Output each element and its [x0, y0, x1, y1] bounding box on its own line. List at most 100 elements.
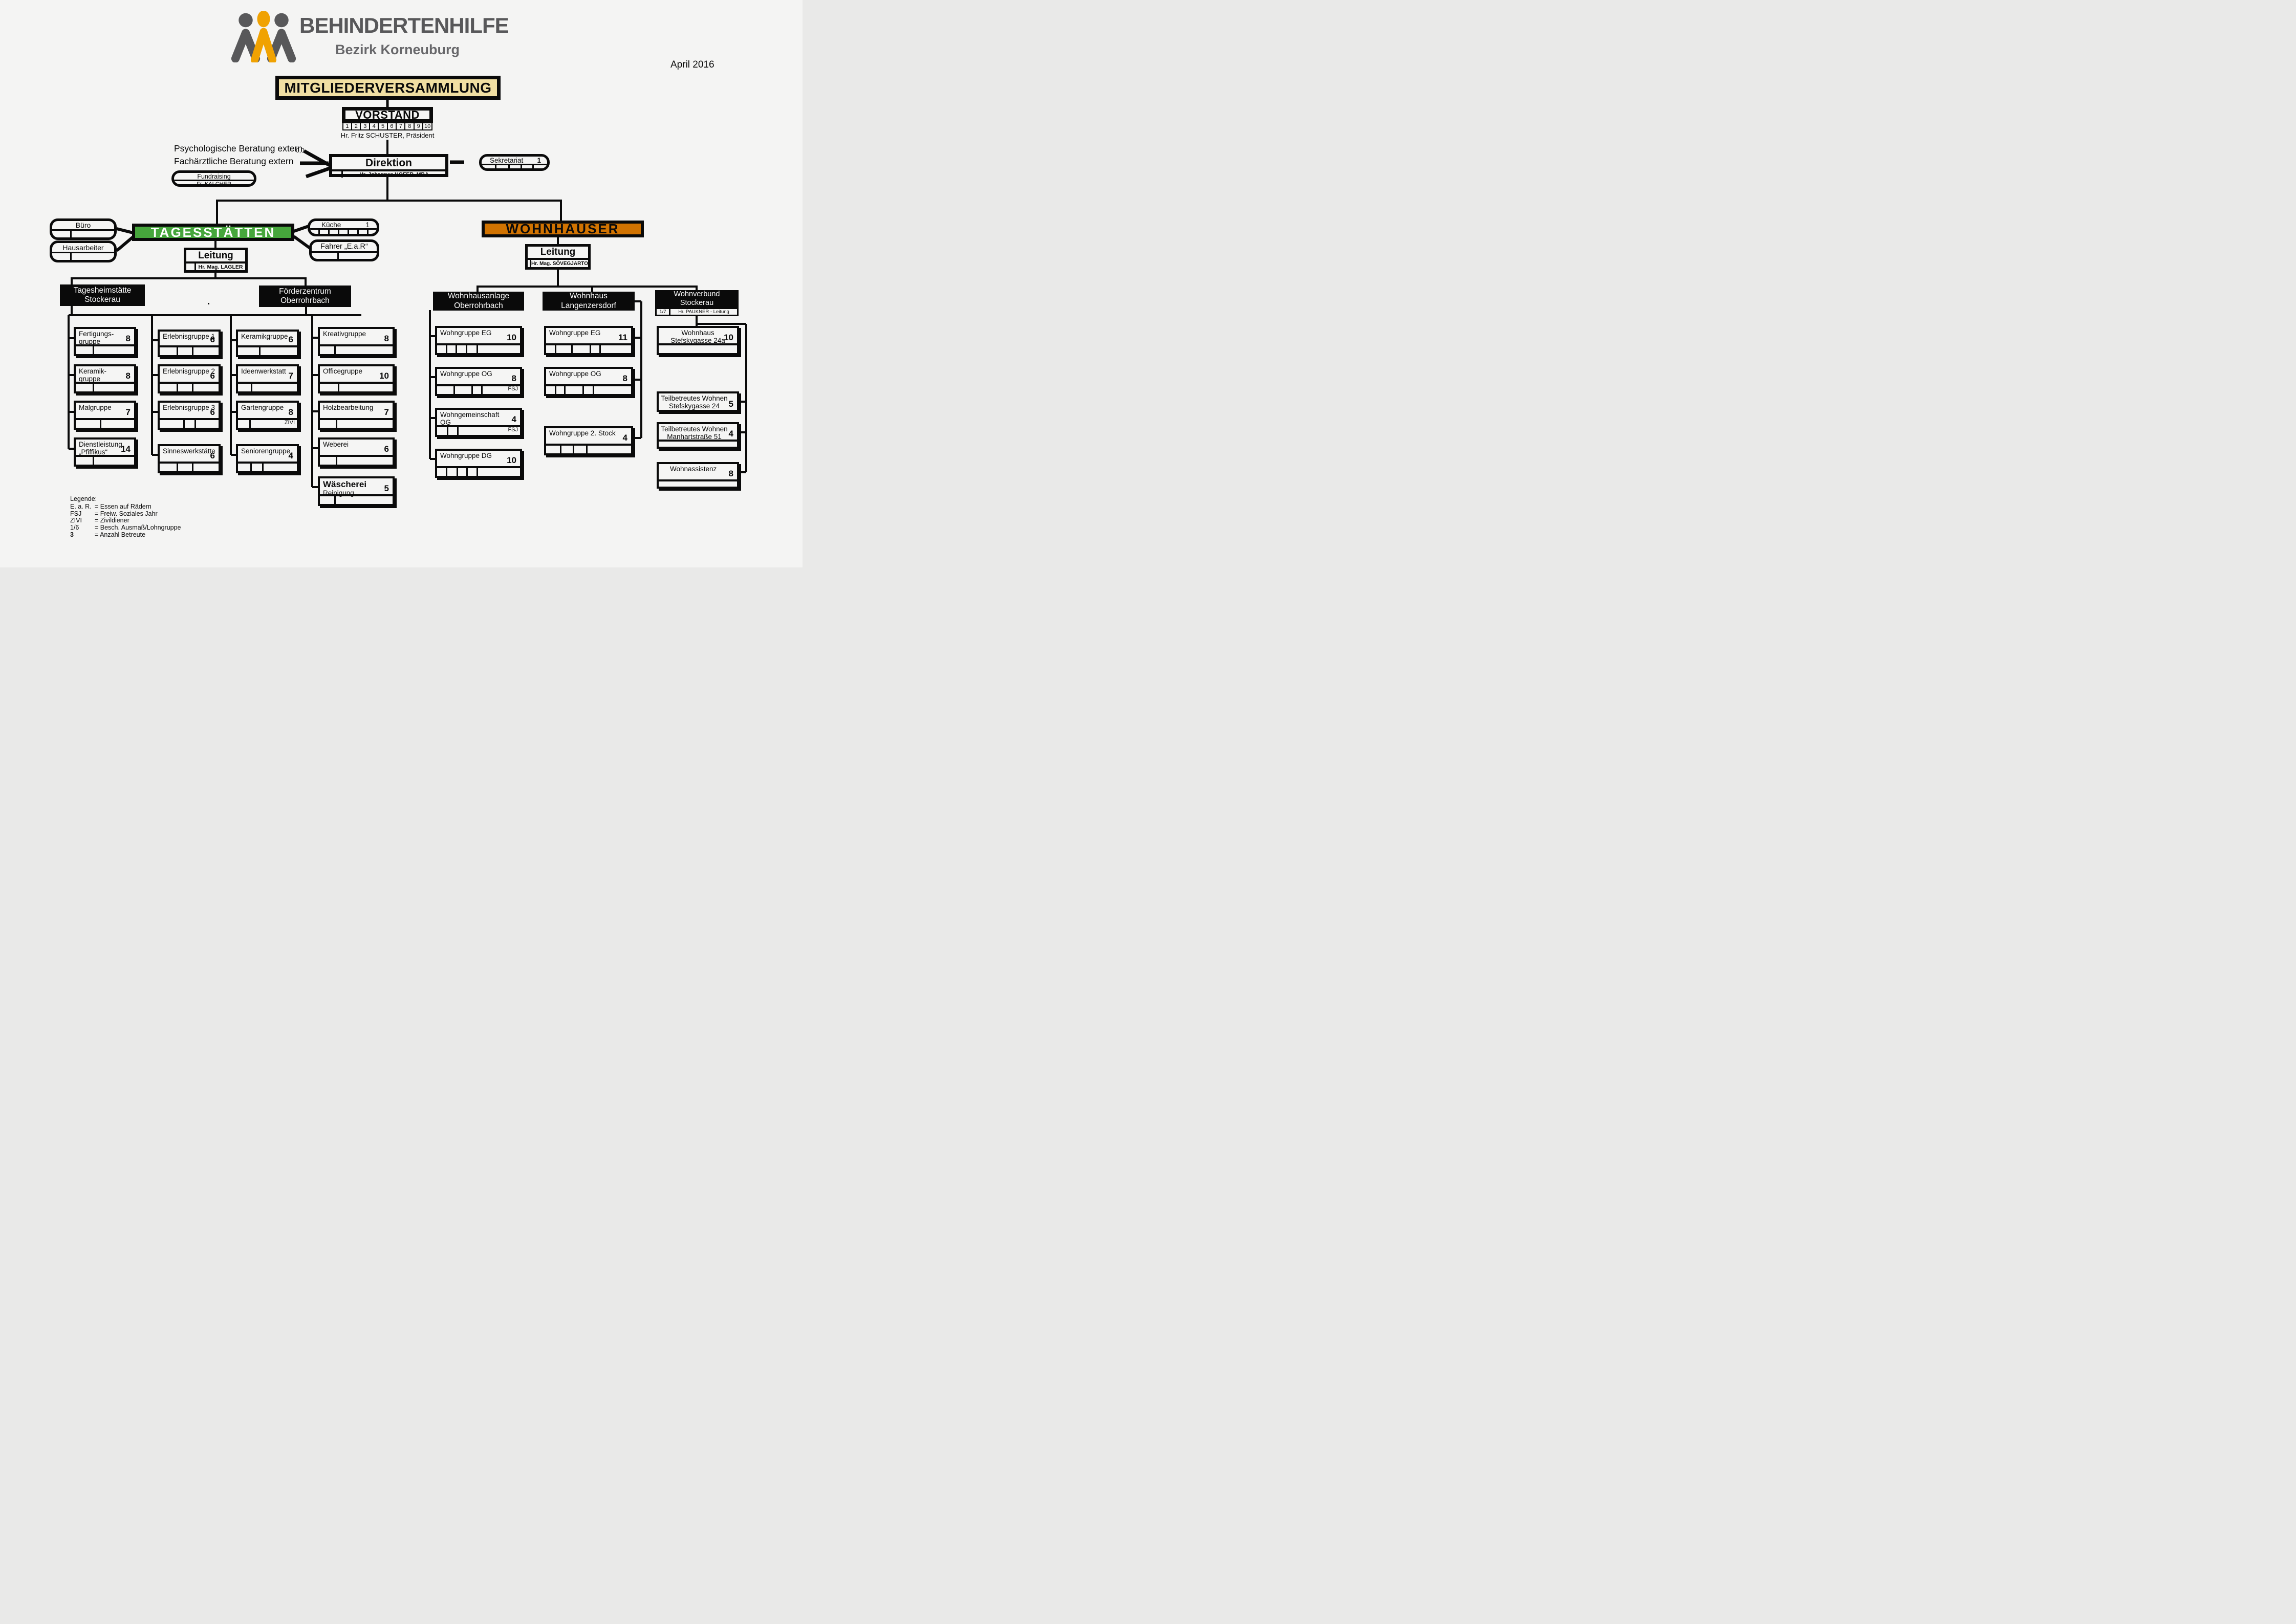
legend-meaning: = Freiw. Soziales Jahr: [95, 510, 158, 517]
buero-label: Büro: [52, 221, 114, 231]
site-foerderzentrum-oberrohrbach: Förderzentrum Oberrohrbach: [259, 286, 351, 307]
psych-beratung-label: Psychologische Beratung extern: [174, 143, 302, 153]
legend-row-zivi: ZIVI= Zivildiener: [70, 517, 188, 524]
direktion-label: Direktion: [365, 157, 412, 169]
group-count: 6: [210, 371, 215, 381]
legend-row-ear: E. a. R.= Essen auf Rädern: [70, 503, 188, 511]
group-label: Sinneswerkstätte: [163, 447, 215, 455]
group-count: 5: [728, 399, 733, 409]
group-count: 6: [210, 335, 215, 344]
group-label: Malgruppe: [79, 404, 112, 411]
group-count: 8: [288, 407, 293, 417]
kueche-box: Küche 1: [308, 218, 379, 236]
mitgliederversammlung-label: MITGLIEDERVERSAMMLUNG: [284, 79, 492, 96]
sekretariat-box: Sekretariat 1: [479, 154, 550, 171]
fsj-note: FSJ: [508, 427, 518, 433]
seat-2: 2: [351, 122, 361, 130]
wohnverbund-stockerau-leitung-row: 1/7 Hr. PAUKNER - Leitung: [655, 308, 739, 316]
group-label: Erlebnisgruppe 2: [163, 367, 215, 375]
group-label: Teilbetreutes Wohnen Manhartstraße 51: [661, 425, 728, 441]
fundraising-label: Fundraising: [174, 173, 254, 181]
direktion-name: Hr. Johannes HOFER, MBA: [359, 171, 429, 178]
fsj-note: FSJ: [508, 386, 518, 392]
group-count: 7: [125, 407, 131, 417]
legend-meaning: = Essen auf Rädern: [95, 502, 151, 510]
group-label: Wohngruppe EG: [549, 329, 601, 337]
paukner-name: Hr. PAUKNER - Leitung: [678, 309, 729, 315]
site-wohnhausanlage-oberrohrbach: Wohnhausanlage Oberrohrbach: [433, 292, 524, 311]
psych-beratung-value: 0,0: [296, 147, 305, 154]
group-count: 8: [511, 374, 516, 383]
hausarbeiter-label: Hausarbeiter: [52, 243, 114, 253]
group-count: 4: [622, 433, 627, 443]
wohnhaeuser-banner: WOHNHÄUSER: [482, 221, 644, 237]
group-box-malgruppe: Malgruppe 7: [74, 401, 136, 430]
group-label: Keramik- gruppe: [79, 367, 107, 383]
group-box-waescherei: Wäscherei Reinigung 5: [318, 476, 395, 506]
group-count: 6: [288, 335, 293, 344]
group-label: Fertigungs- gruppe: [79, 330, 114, 346]
sekretariat-label: Sekretariat: [490, 156, 524, 164]
group-count: 8: [728, 469, 733, 478]
kueche-count: 1: [365, 221, 370, 229]
stray-dot: [208, 303, 209, 304]
people-logo-icon: [231, 11, 296, 62]
chart-date: April 2016: [670, 59, 714, 70]
sekretariat-count: 1: [537, 156, 541, 164]
group-label: Wäscherei: [323, 479, 367, 489]
group-sublabel: Reinigung: [323, 489, 354, 497]
legend-meaning: = Anzahl Betreute: [95, 531, 146, 538]
group-count: 8: [125, 371, 131, 381]
group-count: 8: [622, 374, 627, 383]
legend-row-count: 3 = Anzahl Betreute: [70, 531, 188, 539]
group-box-dienstleistung-pfiffikus: Dienstleistung „Pfiffikus“14: [74, 437, 136, 467]
group-label: Erlebnisgruppe 1: [163, 333, 215, 340]
legend-abbr: 3: [70, 531, 74, 538]
group-count: 6: [210, 451, 215, 460]
group-label: Wohngruppe OG: [549, 370, 601, 378]
group-count: 4: [288, 451, 293, 460]
group-count: 14: [121, 444, 131, 454]
group-box-wohngruppe-og-langenzersdorf: Wohngruppe OG 8: [544, 367, 633, 396]
seat-9: 9: [413, 122, 424, 130]
group-box-holzbearbeitung: Holzbearbeitung 7: [318, 401, 395, 430]
wohnhaeuser-leitung-name: Hr. Mag. SÖVEGJARTO: [531, 260, 588, 267]
group-count: 7: [384, 407, 389, 417]
direktion-sub-cell: [332, 171, 343, 178]
site-wohnhaus-langenzersdorf: Wohnhaus Langenzersdorf: [543, 292, 635, 311]
vorstand-box: VORSTAND: [342, 107, 433, 123]
group-label: Holzbearbeitung: [323, 404, 374, 411]
legend-row-fsj: FSJ= Freiw. Soziales Jahr: [70, 510, 188, 518]
group-label: Seniorengruppe: [241, 447, 291, 455]
tagesstaetten-leitung-name: Hr. Mag. LAGLER: [198, 264, 243, 270]
group-box-keramikgruppe-1: Keramik- gruppe 8: [74, 364, 136, 393]
group-count: 8: [384, 334, 389, 343]
paukner-ratio: 1/7: [657, 309, 670, 315]
wohnhaeuser-title: WOHNHÄUSER: [506, 221, 620, 236]
legend-abbr: E. a. R.: [70, 502, 92, 510]
hausarbeiter-box: Hausarbeiter: [50, 240, 117, 262]
vorstand-label: VORSTAND: [355, 108, 420, 121]
group-count: 4: [511, 414, 516, 424]
group-count: 5: [384, 484, 389, 493]
group-label: Wohngemeinschaft OG: [440, 411, 500, 427]
group-count: 10: [379, 371, 389, 381]
direktion-box: Direktion Hr. Johannes HOFER, MBA: [329, 154, 448, 178]
site-tagesheimstaette-stockerau: Tagesheimstätte Stockerau: [60, 284, 145, 306]
group-label: Ideenwerkstatt: [241, 367, 286, 375]
group-label: Teilbetreutes Wohnen Stefskygasse 24: [661, 394, 728, 410]
